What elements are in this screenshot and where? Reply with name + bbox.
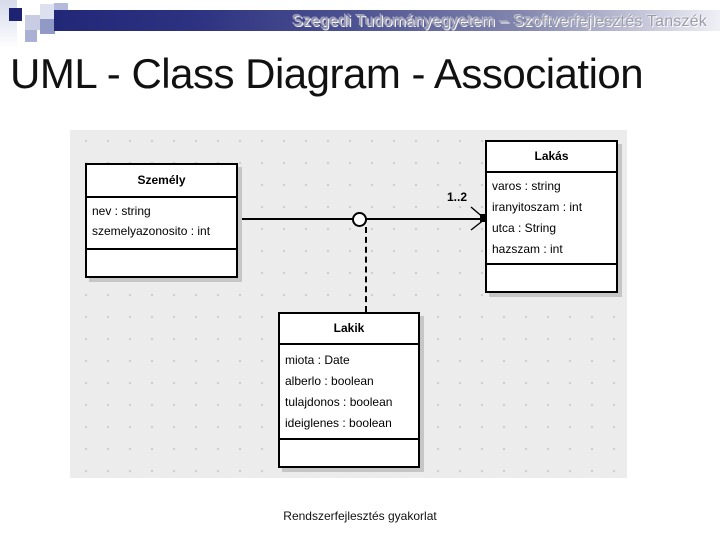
- attribute: ideiglenes : boolean: [285, 416, 392, 430]
- attribute: miota : Date: [285, 353, 350, 367]
- header-gradient-bar: [54, 10, 720, 31]
- attributes-compartment: miota : Date alberlo : boolean tulajdono…: [280, 345, 418, 440]
- connector-handle: [480, 214, 487, 222]
- multiplicity-label: 1..2: [447, 190, 468, 204]
- deco-square-light: [25, 15, 40, 30]
- header-institution: Szegedi Tudományegyetem – Szoftverfejles…: [292, 13, 707, 30]
- deco-square-navy: [9, 8, 22, 21]
- deco-square-lighter: [40, 4, 55, 19]
- class-name: Lakik: [280, 314, 418, 345]
- slide-title: UML - Class Diagram - Association: [10, 50, 644, 97]
- methods-compartment: [280, 440, 418, 466]
- attribute: hazszam : int: [492, 242, 563, 256]
- footer-text: Rendszerfejlesztés gyakorlat: [283, 509, 437, 523]
- methods-compartment: [487, 265, 616, 291]
- deco-square-bottom: [25, 30, 37, 42]
- attribute: utca : String: [492, 221, 557, 235]
- attribute: nev : string: [92, 204, 151, 218]
- methods-compartment: [87, 250, 236, 276]
- class-name: Lakás: [487, 142, 616, 173]
- attribute: alberlo : boolean: [285, 374, 374, 388]
- association-class-link: [365, 227, 367, 312]
- deco-square-medium: [40, 19, 55, 34]
- uml-diagram-panel: 1..2 Személy nev : string szemelyazonosi…: [70, 130, 627, 478]
- class-box-lakik: Lakik miota : Date alberlo : boolean tul…: [278, 312, 420, 468]
- attribute: iranyitoszam : int: [492, 200, 583, 214]
- attribute: varos : string: [492, 179, 561, 193]
- attribute: szemelyazonosito : int: [92, 224, 211, 238]
- association-circle-icon: [352, 212, 367, 227]
- attributes-compartment: varos : string iranyitoszam : int utca :…: [487, 173, 616, 265]
- class-box-szemely: Személy nev : string szemelyazonosito : …: [85, 163, 238, 278]
- class-box-lakas: Lakás varos : string iranyitoszam : int …: [485, 140, 618, 293]
- attributes-compartment: nev : string szemelyazonosito : int: [87, 198, 236, 250]
- attribute: tulajdonos : boolean: [285, 395, 393, 409]
- class-name: Személy: [87, 165, 236, 198]
